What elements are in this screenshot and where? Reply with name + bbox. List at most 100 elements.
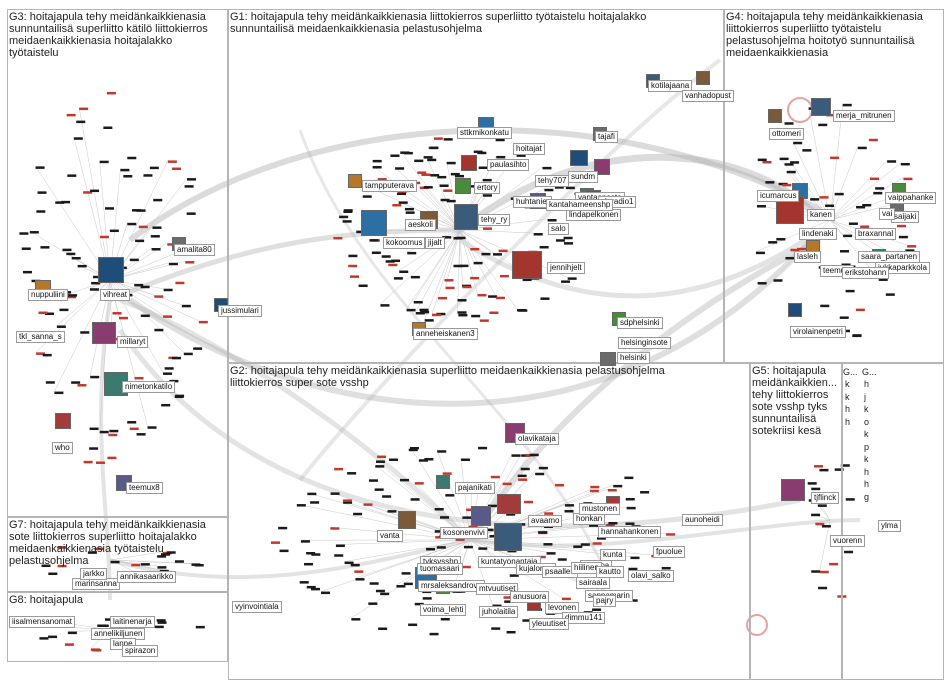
node-label[interactable]: amalita80 <box>174 244 215 256</box>
node-label[interactable]: juholaitila <box>479 606 518 618</box>
node-label[interactable]: millaryt <box>117 336 148 348</box>
node-label[interactable]: sttkmikonkatu <box>457 127 512 139</box>
group-label-g5: G5: hoitajapula meidänkaikkien... tehy l… <box>752 365 842 437</box>
user-avatar[interactable] <box>600 352 616 366</box>
user-avatar[interactable] <box>92 322 116 344</box>
node-label[interactable]: vai <box>879 208 895 220</box>
node-label[interactable]: sairaala <box>576 577 610 589</box>
group-label-g8: G8: hoitajapula <box>9 594 224 606</box>
user-avatar[interactable] <box>781 479 805 501</box>
node-label[interactable]: anusuora <box>510 591 549 603</box>
user-avatar[interactable] <box>348 174 362 188</box>
user-avatar[interactable] <box>497 494 521 514</box>
node-label[interactable]: tjflinck <box>811 492 839 504</box>
node-label[interactable]: ertory <box>474 182 500 194</box>
node-label[interactable]: saijaki <box>891 211 919 223</box>
user-avatar[interactable] <box>512 251 542 279</box>
node-label[interactable]: annikasaarikko <box>117 571 176 583</box>
group-label-g2: G2: hoitajapula tehy meidänkaikkienasia … <box>230 365 720 389</box>
node-label[interactable]: spirazon <box>122 645 158 657</box>
node-label[interactable]: jussimulari <box>218 305 262 317</box>
node-label[interactable]: pajry <box>593 595 616 607</box>
node-label[interactable]: nimetonkatilo <box>122 381 175 393</box>
node-label[interactable]: yleuutiset <box>529 618 569 630</box>
node-label[interactable]: erikstohann <box>842 267 889 279</box>
user-avatar[interactable] <box>361 210 387 236</box>
user-avatar[interactable] <box>454 204 478 230</box>
node-label[interactable]: hoitajat <box>513 143 545 155</box>
node-label[interactable]: kantahameenshp <box>546 199 613 211</box>
node-label[interactable]: mrsaleksandrova <box>418 580 485 592</box>
node-label[interactable]: laitinenarja <box>110 616 155 628</box>
node-label[interactable]: mustonen <box>579 503 620 515</box>
user-avatar[interactable] <box>768 109 782 123</box>
node-label[interactable]: tampputerava <box>362 180 417 192</box>
node-label[interactable]: lasleh <box>794 251 821 263</box>
node-label[interactable]: avaamo <box>528 515 562 527</box>
node-label[interactable]: sundm <box>568 171 598 183</box>
user-avatar[interactable] <box>471 506 491 526</box>
mini-group-letter: k <box>864 453 874 465</box>
mini-group-letter: k <box>864 428 874 440</box>
node-label[interactable]: hannahankonen <box>598 526 661 538</box>
node-label[interactable]: sdphelsinki <box>617 317 663 329</box>
node-label[interactable]: olavi_salko <box>628 570 674 582</box>
node-label[interactable]: helsinki <box>617 352 650 364</box>
user-avatar[interactable] <box>494 523 522 551</box>
node-label[interactable]: aeskoli <box>405 219 436 231</box>
node-label[interactable]: kautto <box>596 566 624 578</box>
node-label[interactable]: salo <box>548 223 569 235</box>
node-label[interactable]: kunta <box>600 549 626 561</box>
node-label[interactable]: tkl_sanna_s <box>16 331 65 343</box>
node-label[interactable]: aunoheidi <box>682 514 723 526</box>
user-avatar[interactable] <box>461 155 477 171</box>
user-avatar[interactable] <box>788 303 802 317</box>
node-label[interactable]: ottomeri <box>769 128 804 140</box>
user-avatar[interactable] <box>696 71 710 85</box>
node-label[interactable]: tehy_ry <box>478 214 510 226</box>
node-label[interactable]: paulasihto <box>487 159 529 171</box>
user-avatar[interactable] <box>55 413 71 429</box>
node-label[interactable]: who <box>52 442 73 454</box>
user-avatar[interactable] <box>570 150 588 166</box>
node-label[interactable]: jennihjelt <box>547 262 585 274</box>
mini-group-letter: k <box>845 378 855 390</box>
node-label[interactable]: vihreat <box>100 289 130 301</box>
mini-group-letter: h <box>864 478 874 490</box>
node-label[interactable]: kosonenvivi <box>440 527 488 539</box>
node-label[interactable]: nuppuliini <box>28 289 68 301</box>
node-label[interactable]: vanta <box>377 530 403 542</box>
user-avatar[interactable] <box>455 178 471 194</box>
node-label[interactable]: anneheiskanen3 <box>413 328 478 340</box>
node-label[interactable]: voima_lehti <box>420 604 466 616</box>
user-avatar[interactable] <box>811 98 831 116</box>
node-label[interactable]: merja_mitrunen <box>833 110 895 122</box>
node-label[interactable]: icumarcus <box>757 190 799 202</box>
user-avatar[interactable] <box>436 475 450 489</box>
mini-group-header-col2: G... <box>862 366 882 378</box>
node-label[interactable]: olavikataja <box>515 433 559 445</box>
node-label[interactable]: vuorenn <box>830 535 865 547</box>
node-label[interactable]: vaippahanke <box>885 192 936 204</box>
user-avatar[interactable] <box>98 257 124 283</box>
node-label[interactable]: teemux8 <box>126 482 163 494</box>
node-label[interactable]: tehy707 <box>535 175 569 187</box>
node-label[interactable]: fpuolue <box>653 546 685 558</box>
node-label[interactable]: iisalmensanomat <box>9 616 75 628</box>
user-avatar[interactable] <box>398 511 416 529</box>
node-label[interactable]: lindenaki <box>799 228 837 240</box>
node-label[interactable]: tuomasaari <box>417 563 463 575</box>
node-label[interactable]: braxannal <box>855 228 896 240</box>
node-label[interactable]: vanhadopust <box>682 90 734 102</box>
node-label[interactable]: ylma <box>878 520 901 532</box>
mini-group-letter: h <box>864 466 874 478</box>
node-label[interactable]: vyinvointiala <box>232 601 282 613</box>
node-label[interactable]: tajafi <box>595 131 618 143</box>
node-label[interactable]: virolainenpetri <box>790 326 846 338</box>
node-label[interactable]: helsinginsote <box>618 337 671 349</box>
node-label[interactable]: kokoomus <box>383 237 425 249</box>
node-label[interactable]: pajanikati <box>455 482 495 494</box>
node-label[interactable]: jarkko <box>80 568 107 580</box>
node-label[interactable]: kanen <box>807 209 835 221</box>
node-label[interactable]: jijalt <box>425 237 445 249</box>
